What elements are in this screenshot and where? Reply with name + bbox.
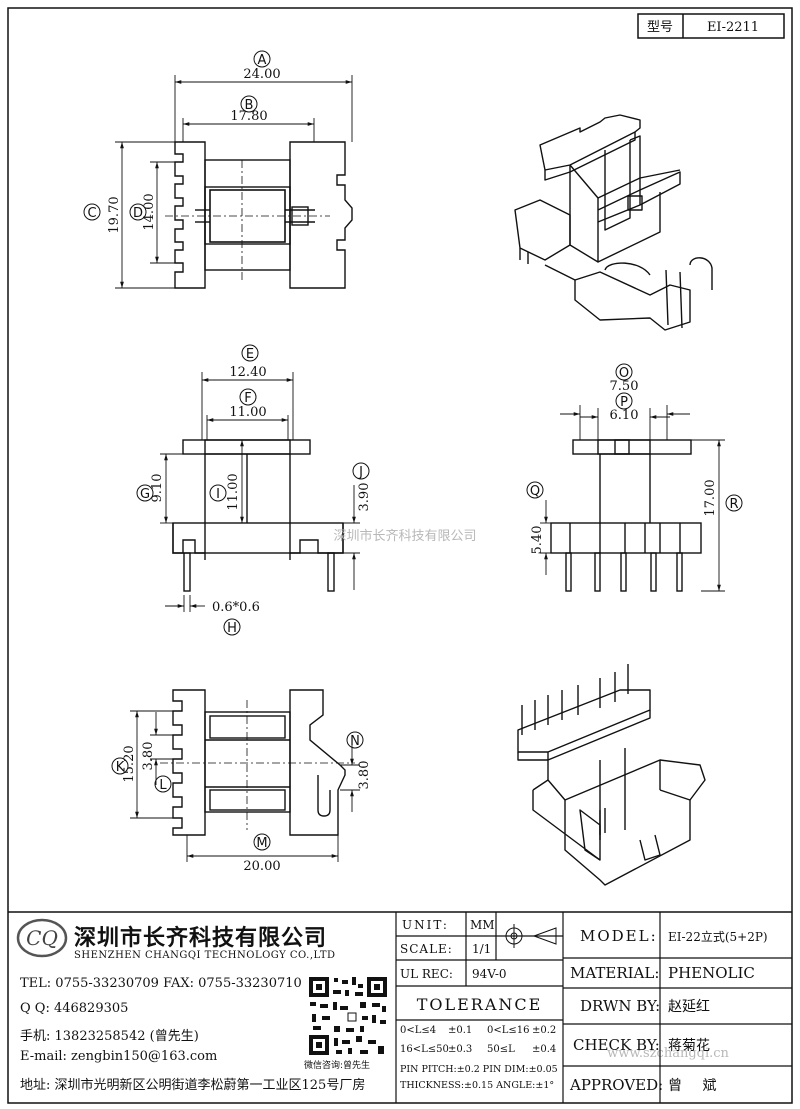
watermark-company: 深圳市长齐科技有限公司 [333, 528, 476, 544]
check-by-value: 蒋菊花 [668, 1038, 710, 1054]
dim-g-tag: G [140, 487, 150, 502]
dim-c-value: 19.70 [107, 196, 122, 233]
watermark-url: www.szchangqi.cn [607, 1046, 729, 1061]
dim-k-tag: K [116, 760, 125, 775]
contact-tel-fax: TEL: 0755-33230709 FAX: 0755-33230710 [20, 976, 302, 991]
projection-symbol-icon [502, 924, 557, 948]
dim-p-tag: P [620, 395, 628, 410]
contact-qq: Q Q: 446829305 [20, 1001, 129, 1016]
contact-email: E-mail: zengbin150@163.com [20, 1049, 218, 1064]
qr-caption: 微信咨询:曾先生 [304, 1061, 371, 1071]
dim-n-tag: N [350, 734, 360, 749]
dim-a-tag: A [258, 53, 267, 68]
contact-mobile: 手机: 13823258542 (曾先生) [20, 1029, 199, 1044]
dim-o-value: 7.50 [610, 379, 639, 394]
dim-l-tag: L [159, 778, 167, 793]
dim-a-value: 24.00 [243, 67, 280, 82]
dim-f-value: 11.00 [229, 405, 266, 420]
dim-e-tag: E [246, 347, 254, 362]
tol-thickness: THICKNESS:±0.15 ANGLE:±1° [400, 1080, 555, 1091]
approved-label: APPROVED: [570, 1075, 664, 1094]
company-name-cn: 深圳市长齐科技有限公司 [74, 926, 328, 951]
dim-d-value: 14.00 [142, 193, 157, 230]
dim-h-value: 0.6*0.6 [212, 600, 260, 615]
dim-r-value: 17.00 [703, 479, 718, 516]
dim-e-value: 12.40 [229, 365, 266, 380]
unit-value: MM [470, 918, 495, 932]
tolerance-label: TOLERANCE [416, 994, 543, 1014]
dim-i-value: 11.00 [226, 473, 241, 510]
dim-o-tag: O [619, 366, 629, 381]
front-view-dimensions [160, 372, 360, 612]
dim-i-tag: I [216, 487, 220, 502]
material-label: MATERIAL: [570, 964, 660, 982]
sheet-border [7, 7, 793, 1104]
dim-n-value: 3.80 [357, 761, 372, 790]
dim-k-value: 15.20 [122, 745, 137, 782]
scale-label: SCALE: [400, 942, 453, 956]
front-view [172, 439, 344, 592]
tol-pin-pitch: PIN PITCH:±0.2 PIN DIM:±0.05 [400, 1064, 558, 1075]
dim-m-tag: M [256, 836, 267, 851]
ul-rec-value: 94V-0 [472, 967, 507, 981]
material-value: PHENOLIC [668, 964, 755, 982]
approved-value: 曾 斌 [668, 1077, 725, 1094]
dim-f-tag: F [244, 391, 251, 406]
dim-g-value: 9.10 [150, 474, 165, 503]
company-logo: CQ [16, 918, 68, 958]
dim-b-value: 17.80 [230, 109, 267, 124]
dim-p-value: 6.10 [610, 408, 639, 423]
tol-value-2: ±0.2 [532, 1025, 557, 1036]
logo-text: CQ [26, 926, 58, 950]
dim-j-value: 3.90 [357, 483, 372, 512]
tol-value-4: ±0.4 [532, 1044, 557, 1055]
bottom-view [160, 689, 355, 836]
dim-c-tag: C [87, 206, 96, 221]
model-label: MODEL: [580, 927, 658, 945]
bottom-view-dimensions [130, 710, 360, 862]
side-view [550, 439, 702, 592]
dim-l-value: 3.80 [141, 742, 156, 771]
scale-value: 1/1 [472, 942, 492, 956]
bottom-view-labels: K 15.20 L 3.80 M 20.00 N 3.80 [111, 731, 372, 874]
dim-h-tag: H [227, 621, 237, 636]
check-by-label: CHECK BY: [573, 1036, 660, 1054]
tol-range-3: 16<L≤50 [400, 1044, 449, 1055]
isometric-view-top [514, 114, 713, 331]
dim-d-tag: D [133, 206, 143, 221]
top-view [165, 141, 353, 289]
unit-label: UNIT: [402, 918, 449, 932]
drawn-by-label: DRWN BY: [580, 997, 661, 1015]
dim-q-tag: Q [530, 484, 540, 499]
top-view-dimensions [115, 75, 353, 289]
drawn-by-value: 赵延红 [668, 999, 710, 1015]
front-view-labels: E 12.40 F 11.00 G 9.10 I 11.00 J 3.90 0.… [136, 344, 372, 636]
contact-address: 地址: 深圳市光明新区公明街道李松蔚第一工业区125号厂房 [20, 1078, 366, 1093]
model-box-value: EI-2211 [707, 20, 759, 35]
qr-code [309, 977, 387, 1055]
tol-value-1: ±0.1 [448, 1025, 473, 1036]
model-value: EI-22立式(5+2P) [668, 929, 768, 944]
company-name-en: SHENZHEN CHANGQI TECHNOLOGY CO.,LTD [74, 950, 336, 961]
side-view-labels: O 7.50 P 6.10 Q 5.40 17.00 R [526, 363, 743, 555]
dim-b-tag: B [245, 98, 254, 113]
model-box-label: 型号 [647, 20, 673, 35]
dim-r-tag: R [729, 497, 738, 512]
ul-rec-label: UL REC: [400, 967, 453, 981]
dim-m-value: 20.00 [243, 859, 280, 874]
dim-q-value: 5.40 [530, 526, 545, 555]
side-view-dimensions [540, 405, 725, 592]
tol-range-2: 0<L≤16 [487, 1025, 530, 1036]
top-view-labels: A 24.00 B 17.80 C 19.70 D 14.00 [83, 50, 281, 234]
isometric-view-bottom [517, 664, 706, 886]
tol-range-1: 0<L≤4 [400, 1025, 437, 1036]
tol-value-3: ±0.3 [448, 1044, 473, 1055]
model-number-box: 型号 EI-2211 [637, 13, 785, 39]
tol-range-4: 50≤L [487, 1044, 515, 1055]
dim-j-tag: J [358, 465, 363, 480]
